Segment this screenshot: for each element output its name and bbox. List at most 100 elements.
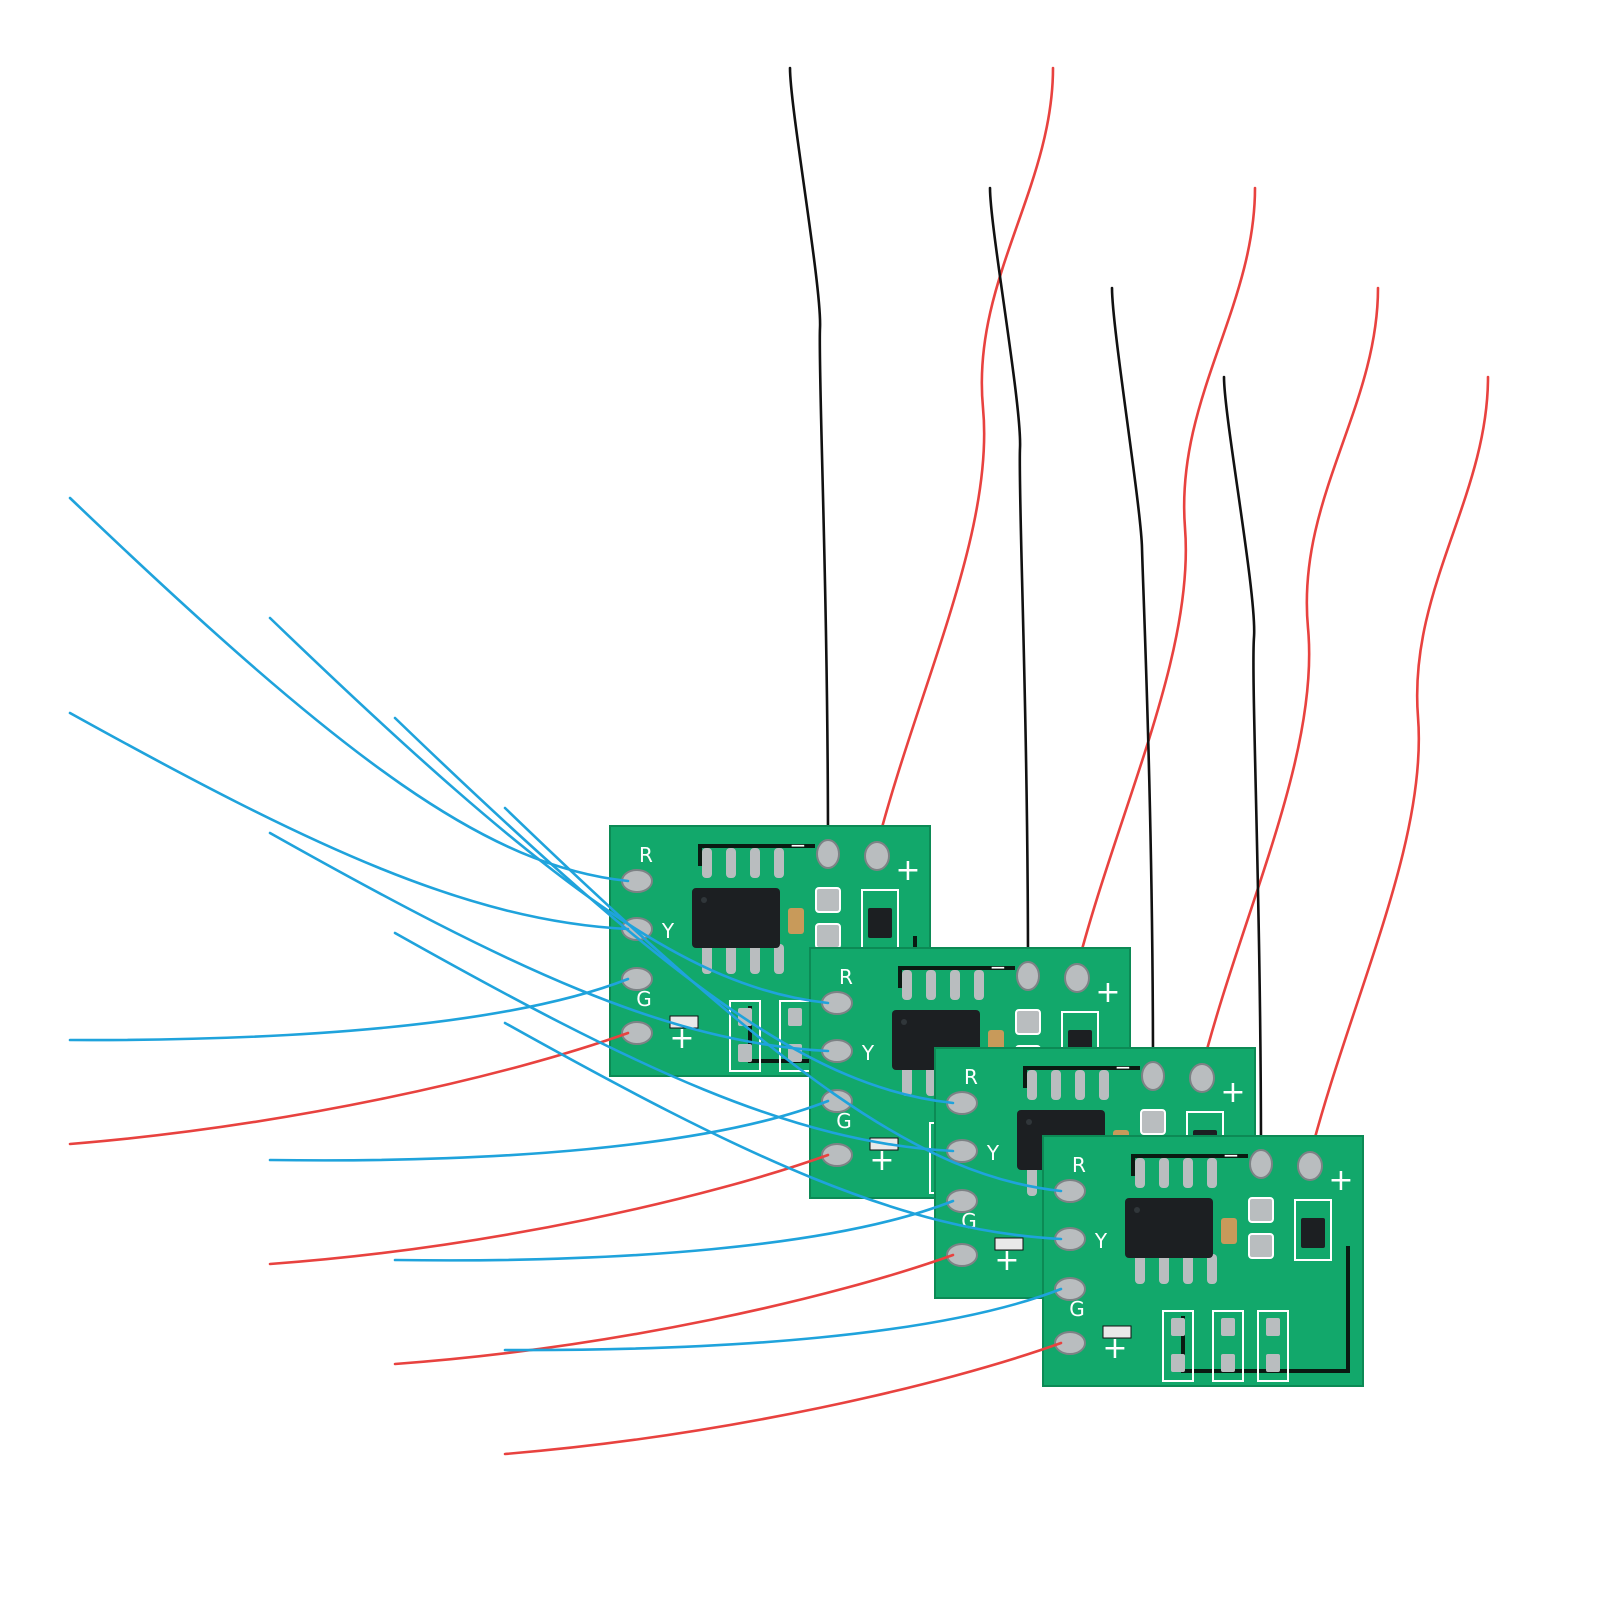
silkscreen-label-y: Y — [986, 1141, 1000, 1165]
silkscreen-label-plus-top: + — [1220, 1075, 1245, 1110]
silkscreen-label-minus: − — [990, 955, 1007, 979]
silkscreen-label-minus: − — [790, 833, 807, 857]
chip-pin — [974, 970, 984, 1000]
smd-diode — [868, 908, 892, 938]
chip-dot — [701, 897, 707, 903]
solder-pad-minus — [1141, 1061, 1165, 1091]
copper-trace — [1131, 1154, 1350, 1373]
ic-chip — [692, 888, 780, 948]
wire-black-2 — [988, 186, 1030, 972]
chip-pin — [1051, 1070, 1061, 1100]
component-outline — [1257, 1310, 1289, 1382]
chip-pin — [750, 848, 760, 878]
smd-resistor — [994, 1237, 1024, 1251]
chip-pin — [750, 944, 760, 974]
smd-capacitor — [788, 908, 804, 934]
silkscreen-label-y: Y — [861, 1041, 875, 1065]
chip-pin — [1159, 1254, 1169, 1284]
smd-capacitor — [1221, 1218, 1237, 1244]
chip-pin — [1135, 1254, 1145, 1284]
smd-pad — [1140, 1109, 1166, 1135]
chip-pin — [1027, 1070, 1037, 1100]
solder-pad — [946, 1189, 978, 1213]
wire-red-1 — [873, 66, 1055, 856]
solder-pad — [1054, 1331, 1086, 1355]
chip-dot — [901, 1019, 907, 1025]
silkscreen-label-plus-top: + — [1095, 975, 1120, 1010]
wire-blue-y-4 — [503, 1021, 1063, 1241]
chip-pin — [926, 1066, 936, 1096]
pcb-board-4: R Y G + − + — [1042, 1135, 1364, 1387]
wire-red-3 — [1198, 286, 1380, 1078]
wire-blue-g-4 — [503, 1287, 1063, 1352]
smd-pad — [1171, 1354, 1185, 1372]
component-outline — [1162, 1310, 1194, 1382]
chip-pin — [1183, 1158, 1193, 1188]
wire-black-4 — [1222, 375, 1263, 1160]
chip-pin — [726, 848, 736, 878]
smd-diode — [1301, 1218, 1325, 1248]
chip-pin — [726, 944, 736, 974]
chip-pin — [702, 848, 712, 878]
silkscreen-label-plus-top: + — [1328, 1163, 1353, 1198]
silkscreen-label-plus: + — [994, 1243, 1019, 1278]
pcb-boards: RYG+−+RYG+−+RYG+−+RYG+−+ — [609, 825, 1364, 1387]
silkscreen-label-y: Y — [661, 919, 675, 943]
wire-blue-r-3 — [393, 716, 955, 1105]
wire-blue-y-2 — [268, 831, 830, 1053]
wire-blue-y-3 — [393, 931, 955, 1153]
smd-pad — [1248, 1197, 1274, 1223]
silkscreen-label-minus: − — [1223, 1143, 1240, 1167]
chip-pin — [902, 970, 912, 1000]
solder-pad-minus — [1249, 1149, 1273, 1179]
wire-red-plus-4 — [503, 1341, 1063, 1456]
solder-pad — [621, 967, 653, 991]
silkscreen-label-plus: + — [1102, 1331, 1127, 1366]
silkscreen-label-plus: + — [869, 1143, 894, 1178]
chip-pin — [1075, 1070, 1085, 1100]
chip-pin — [1183, 1254, 1193, 1284]
solder-pad-minus — [816, 839, 840, 869]
wire-red-plus-1 — [68, 1031, 630, 1146]
chip-pin — [1135, 1158, 1145, 1188]
wire-red-plus-3 — [393, 1253, 955, 1366]
solder-pad-plus — [1297, 1151, 1323, 1181]
silkscreen-label-y: Y — [1094, 1229, 1108, 1253]
chip-pin — [1027, 1166, 1037, 1196]
wire-blue-r-4 — [503, 806, 1063, 1193]
silkscreen-label-r: R — [1072, 1153, 1086, 1177]
smd-pad — [1171, 1318, 1185, 1336]
silkscreen-label-g: G — [1069, 1297, 1085, 1321]
chip-pin — [902, 1066, 912, 1096]
smd-pad — [815, 887, 841, 913]
chip-pin — [1099, 1070, 1109, 1100]
smd-pad — [1266, 1318, 1280, 1336]
smd-pad — [1248, 1233, 1274, 1259]
wire-blue-g-2 — [268, 1099, 830, 1162]
smd-pad — [815, 923, 841, 949]
signal-wires — [68, 496, 1063, 1456]
wire-red-4 — [1306, 375, 1490, 1166]
smd-pad — [738, 1044, 752, 1062]
smd-resistor — [1102, 1325, 1132, 1339]
chip-dot — [1134, 1207, 1140, 1213]
wire-black-3 — [1110, 286, 1155, 1072]
solder-pad — [821, 1143, 853, 1167]
chip-pin — [1207, 1254, 1217, 1284]
smd-pad — [788, 1008, 802, 1026]
silkscreen-label-plus-top: + — [895, 853, 920, 888]
solder-pad — [821, 1089, 853, 1113]
smd-pad — [1015, 1009, 1041, 1035]
solder-pad-minus — [1016, 961, 1040, 991]
chip-pin — [774, 944, 784, 974]
smd-pad — [1266, 1354, 1280, 1372]
silkscreen-label-g: G — [636, 987, 652, 1011]
wire-red-2 — [1073, 186, 1257, 978]
solder-pad — [946, 1243, 978, 1267]
component-outline — [1212, 1310, 1244, 1382]
solder-pad — [621, 1021, 653, 1045]
chip-pin — [1207, 1158, 1217, 1188]
silkscreen-label-g: G — [836, 1109, 852, 1133]
component-outline — [729, 1000, 761, 1072]
